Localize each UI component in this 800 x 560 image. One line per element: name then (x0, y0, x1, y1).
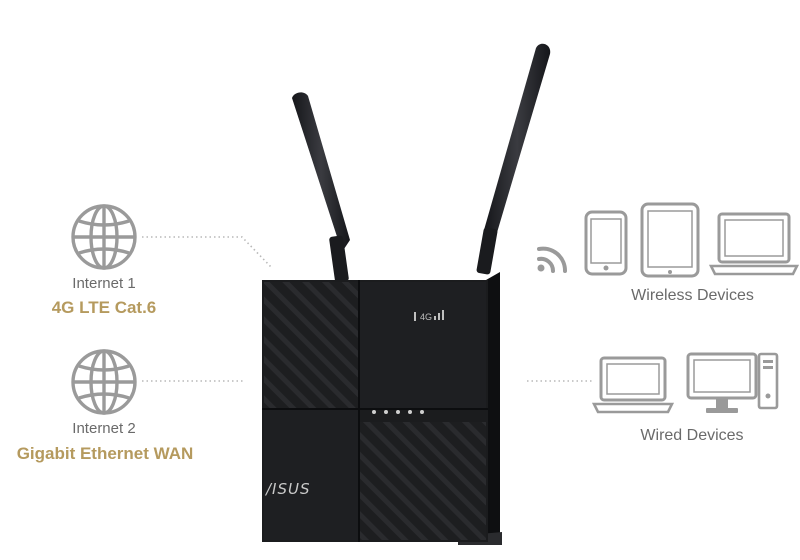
laptop-icon (592, 356, 674, 414)
internet-2-type: Gigabit Ethernet WAN (16, 444, 194, 463)
router-image: 4G (262, 43, 551, 545)
internet-1-label: Internet 1 (72, 275, 136, 292)
antenna-left (292, 92, 350, 283)
lte-signal-indicator: 4G (414, 310, 444, 322)
internet-2-label: Internet 2 (72, 420, 136, 437)
wireless-devices-label: Wireless Devices (631, 287, 754, 304)
internet-1-type: 4G LTE Cat.6 (51, 298, 157, 317)
wifi-signal-icon (537, 246, 568, 273)
globe-icon (71, 204, 137, 270)
smartphone-icon (584, 210, 628, 276)
antenna-right (476, 43, 551, 275)
svg-text:4G: 4G (420, 312, 432, 322)
desktop-tower-icon (757, 352, 779, 410)
tablet-icon (640, 202, 700, 278)
internet-2-group: Internet 2 Gigabit Ethernet WAN (0, 340, 220, 470)
router-brand-logo: /ISUS (266, 480, 311, 498)
desktop-monitor-icon (686, 352, 758, 413)
globe-icon (71, 349, 137, 415)
connector-internet-1 (142, 236, 273, 269)
laptop-icon (709, 212, 799, 276)
wired-devices-label: Wired Devices (640, 427, 744, 444)
internet-1-group: Internet 1 4G LTE Cat.6 (0, 195, 210, 325)
status-leds (372, 410, 424, 414)
